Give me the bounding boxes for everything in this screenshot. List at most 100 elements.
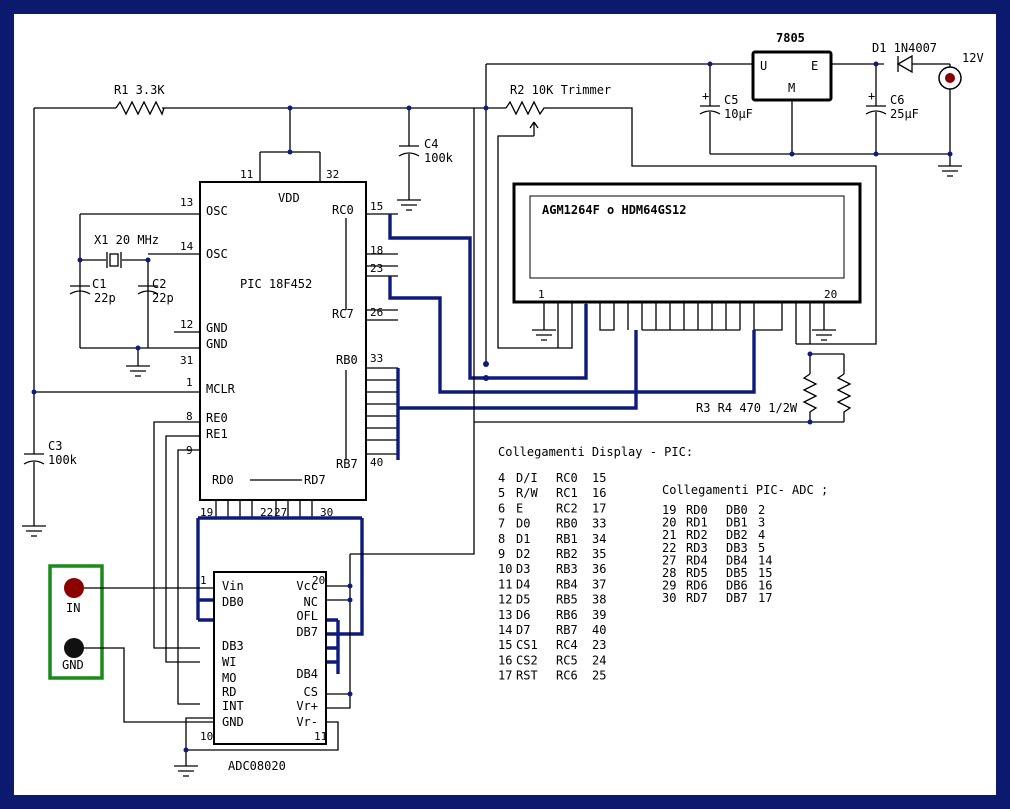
svg-text:20: 20 [312,574,325,587]
svg-text:32: 32 [326,168,339,181]
ground-jack [64,638,84,658]
oscillator-circuit: X1 20 MHz C1 22p C2 22p 13 14 12 31 1 8 … [69,196,200,457]
display-table-cell: 23 [592,638,606,652]
display-table-cell: D2 [516,547,530,561]
cap-c6-value: 25µF [890,107,919,121]
display-table-cell: RST [516,669,538,683]
adc-pin-label: DB3 [222,639,244,653]
svg-text:23: 23 [370,262,383,275]
adc-pin-label: RD [222,685,236,699]
display-table-cell: RB7 [556,623,578,637]
resistor-r1-label: R1 3.3K [114,83,165,97]
svg-text:MCLR: MCLR [206,382,236,396]
adc-table-cell: 5 [758,541,765,555]
svg-text:GND: GND [206,321,228,335]
display-table-cell: 11 [498,577,512,591]
crystal-x1 [109,253,119,267]
display-table-cell: 13 [498,608,512,622]
adc-table-cell: 30 [662,591,676,605]
lcd-display: AGM1264F o HDM64GS12 1 20 [512,182,862,348]
display-table-cell: 7 [498,517,505,531]
display-table-cell: 6 [498,501,505,515]
adc-table-cell: DB0 [726,503,748,517]
display-table-cell: 17 [592,501,606,515]
svg-text:1: 1 [200,574,207,587]
adc-table-cell: RD1 [686,516,708,530]
adc-table-cell: RD7 [686,591,708,605]
power-jack-label: 12V [962,51,984,65]
adc-table-cell: DB1 [726,516,748,530]
adc-table-cell: DB7 [726,591,748,605]
cap-c2-value: 22p [152,291,174,305]
svg-text:GND: GND [206,337,228,351]
adc-table-cell: 21 [662,528,676,542]
adc-table-cell: RD0 [686,503,708,517]
cap-c3-label: C3 [48,439,62,453]
display-table-cell: 36 [592,562,606,576]
cap-c1-label: C1 [92,277,106,291]
svg-text:14: 14 [180,240,194,253]
diode-d1 [896,54,913,74]
adc-pin-label: INT [222,699,244,713]
display-table-cell: 15 [592,471,606,485]
adc-pin-label: DB0 [222,595,244,609]
svg-text:VDD: VDD [278,191,300,205]
adc-table-cell: 29 [662,579,676,593]
cap-c1-value: 22p [94,291,116,305]
display-table-cell: RC6 [556,669,578,683]
adc-pin-label: WI [222,655,236,669]
lcd-label: AGM1264F o HDM64GS12 [542,203,687,217]
display-table-cell: 34 [592,532,606,546]
adc-pin-label: Vr+ [296,699,318,713]
display-table-cell: 37 [592,577,606,591]
crystal-label: X1 20 MHz [94,233,159,247]
display-table-cell: 38 [592,593,606,607]
display-table-cell: 12 [498,593,512,607]
display-table-cell: RC1 [556,486,578,500]
display-table-cell: D1 [516,532,530,546]
display-table-cell: 33 [592,517,606,531]
adc-pin-label: DB4 [296,667,318,681]
schematic-diagram: 7805 U E M D1 1N4007 12V + C5 10µF + C6 … [22,31,984,777]
adc-label: ADC08020 [228,759,286,773]
ground-label: GND [62,658,84,672]
svg-text:12: 12 [180,318,193,331]
display-table-cell: 9 [498,547,505,561]
display-table-cell: 39 [592,608,606,622]
cap-c5-value: 10µF [724,107,753,121]
display-table-cell: RB0 [556,517,578,531]
svg-text:+: + [702,89,709,103]
display-table-cell: RC0 [556,471,578,485]
adc-pin-label: Vin [222,579,244,593]
svg-text:RE0: RE0 [206,411,228,425]
svg-text:RC7: RC7 [332,307,354,321]
svg-text:33: 33 [370,352,383,365]
display-table-cell: 4 [498,471,505,485]
svg-text:20: 20 [824,288,837,301]
svg-text:40: 40 [370,456,383,469]
svg-text:RD7: RD7 [304,473,326,487]
display-table-cell: R/W [516,486,538,500]
display-table-cell: D7 [516,623,530,637]
adc-table-cell: 17 [758,591,772,605]
svg-text:15: 15 [370,200,383,213]
display-table-cell: 15 [498,638,512,652]
svg-text:+: + [868,89,875,103]
display-table-cell: 16 [592,486,606,500]
display-table-cell: RB3 [556,562,578,576]
regulator-pin-u: U [760,59,767,73]
svg-text:10: 10 [200,730,213,743]
display-table-cell: RC2 [556,501,578,515]
display-table-cell: D5 [516,593,530,607]
vdd-rail: R1 3.3K R2 10K Trimmer C4 100k 11 32 C3 … [22,83,877,537]
regulator-pin-m: M [788,81,795,95]
diode-label: D1 1N4007 [872,41,937,55]
display-table-cell: RC5 [556,653,578,667]
resistor-r1 [115,100,165,116]
adc-table-cell: 20 [662,516,676,530]
display-table-cell: RC4 [556,638,578,652]
cap-c6-label: C6 [890,93,904,107]
adc-table-cell: RD6 [686,579,708,593]
svg-text:18: 18 [370,244,383,257]
